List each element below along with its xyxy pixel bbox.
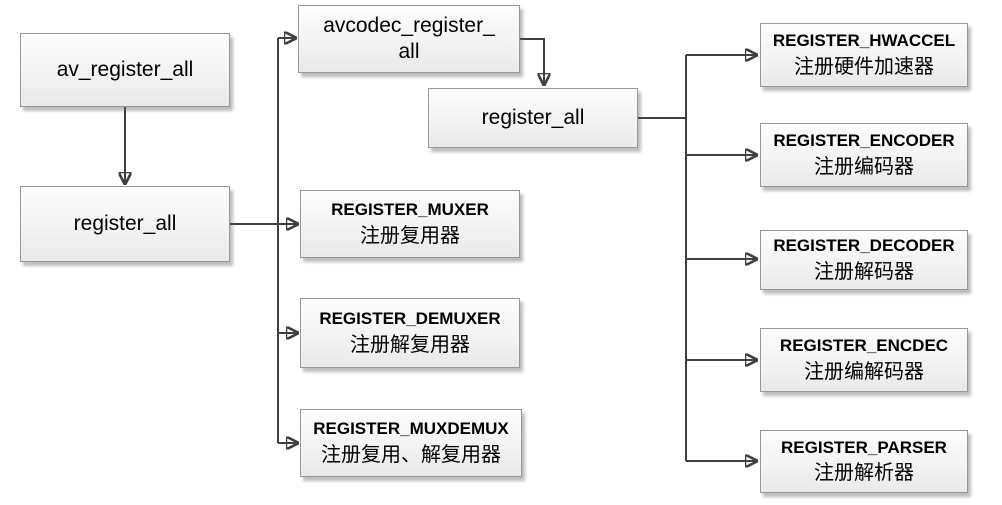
node-label: REGISTER_DECODER bbox=[773, 236, 955, 256]
node-label: REGISTER_ENCDEC bbox=[779, 336, 949, 356]
node-register-encoder: REGISTER_ENCODER 注册编码器 bbox=[760, 123, 968, 187]
node-label: REGISTER_PARSER bbox=[781, 437, 947, 457]
node-register-all-codec: register_all bbox=[428, 88, 638, 148]
node-register-hwaccel: REGISTER_HWACCEL 注册硬件加速器 bbox=[760, 23, 968, 87]
node-label: register_all bbox=[481, 105, 585, 129]
node-label: REGISTER_ENCODER bbox=[773, 131, 955, 151]
node-label: REGISTER_MUXER bbox=[331, 200, 489, 220]
node-register-muxdemux: REGISTER_MUXDEMUX 注册复用、解复用器 bbox=[300, 409, 522, 477]
node-label: REGISTER_MUXDEMUX bbox=[313, 419, 509, 439]
node-label: av_register_all bbox=[56, 57, 194, 81]
node-label: REGISTER_HWACCEL bbox=[772, 31, 956, 51]
node-register-all-left: register_all bbox=[20, 186, 230, 262]
node-sublabel: 注册复用、解复用器 bbox=[321, 443, 501, 466]
node-sublabel: 注册解码器 bbox=[814, 260, 914, 283]
node-sublabel: 注册解复用器 bbox=[350, 333, 470, 356]
node-sublabel: 注册编码器 bbox=[814, 155, 914, 178]
node-label: avcodec_register_all bbox=[323, 13, 495, 63]
node-register-parser: REGISTER_PARSER 注册解析器 bbox=[760, 430, 968, 493]
edge-avcodec-to-register2 bbox=[520, 38, 544, 84]
node-register-demuxer: REGISTER_DEMUXER 注册解复用器 bbox=[300, 298, 520, 368]
node-label: register_all bbox=[73, 211, 177, 235]
node-av-register-all: av_register_all bbox=[20, 33, 230, 107]
node-sublabel: 注册复用器 bbox=[360, 224, 460, 247]
node-label: REGISTER_DEMUXER bbox=[319, 309, 501, 329]
node-register-encdec: REGISTER_ENCDEC 注册编解码器 bbox=[760, 328, 968, 392]
node-avcodec-register-all: avcodec_register_all bbox=[298, 5, 520, 73]
node-sublabel: 注册解析器 bbox=[814, 462, 914, 485]
node-sublabel: 注册编解码器 bbox=[804, 360, 924, 383]
node-register-decoder: REGISTER_DECODER 注册解码器 bbox=[760, 230, 968, 290]
node-register-muxer: REGISTER_MUXER 注册复用器 bbox=[300, 190, 520, 258]
node-sublabel: 注册硬件加速器 bbox=[794, 55, 934, 78]
